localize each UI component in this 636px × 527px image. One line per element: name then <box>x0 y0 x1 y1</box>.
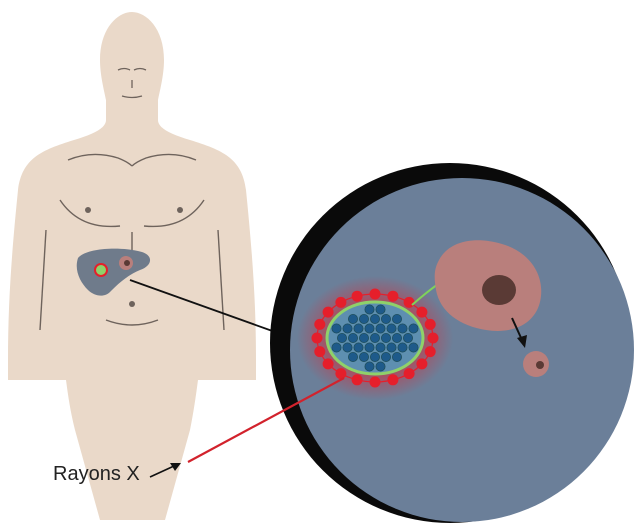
nipple-left <box>85 207 91 213</box>
ligand-dot <box>369 376 381 388</box>
ligand-dot <box>314 318 326 330</box>
ligand-dot <box>387 374 399 386</box>
core-dot <box>342 323 353 334</box>
core-dot <box>364 342 375 353</box>
core-dot <box>369 313 380 324</box>
core-dot <box>375 304 386 315</box>
xray-arrow-icon <box>149 463 181 478</box>
ligand-dot <box>369 288 381 300</box>
core-dot <box>347 332 358 343</box>
nanoparticle-icon <box>311 288 439 388</box>
liver-nanoparticle-spot <box>94 263 108 277</box>
ligand-dot <box>351 374 363 386</box>
core-dot <box>402 332 413 343</box>
core-dot <box>331 342 342 353</box>
core-dot <box>380 313 391 324</box>
ligand-dot <box>416 306 428 318</box>
core-dot <box>364 323 375 334</box>
navel <box>129 301 135 307</box>
core-dot <box>397 323 408 334</box>
core-dot <box>369 332 380 343</box>
core-dot <box>364 361 375 372</box>
core-dot <box>391 351 402 362</box>
ligand-dot <box>322 358 334 370</box>
tumor-core <box>124 260 130 266</box>
core-dot <box>358 313 369 324</box>
core-dot <box>375 361 386 372</box>
ligand-dot <box>335 296 347 308</box>
core-dot <box>375 323 386 334</box>
ligand-dot <box>335 368 347 380</box>
core-dot <box>347 313 358 324</box>
core-dot <box>364 304 375 315</box>
ligand-dot <box>416 358 428 370</box>
core-dot <box>380 332 391 343</box>
ligand-dot <box>424 318 436 330</box>
xray-label: Rayons X <box>53 463 140 485</box>
core-dot <box>408 342 419 353</box>
core-dots <box>331 304 419 372</box>
ligand-dot <box>387 290 399 302</box>
core-dot <box>386 342 397 353</box>
nipple-right <box>177 207 183 213</box>
ligand-dot <box>424 346 436 358</box>
core-dot <box>358 351 369 362</box>
ligand-dot <box>403 296 415 308</box>
arrow-icon <box>511 317 527 348</box>
xray-beam <box>187 377 345 463</box>
ligand-dots <box>311 288 439 388</box>
tumor-cell-large <box>434 240 542 331</box>
liver-icon <box>76 248 151 296</box>
core-dot <box>408 323 419 334</box>
ligand-dot <box>311 332 323 344</box>
tumor-cell-small <box>523 351 549 377</box>
core-dot <box>358 332 369 343</box>
core-dot <box>397 342 408 353</box>
core-dot <box>336 332 347 343</box>
core-dot <box>353 323 364 334</box>
core-dot <box>342 342 353 353</box>
core-dot <box>331 323 342 334</box>
zoom-magnifier <box>270 163 634 523</box>
core-dot <box>375 342 386 353</box>
core-dot <box>391 332 402 343</box>
ligand-dot <box>403 368 415 380</box>
core-dot <box>347 351 358 362</box>
core-dot <box>369 351 380 362</box>
face-features <box>117 67 147 99</box>
ligand-dot <box>322 306 334 318</box>
ligand-dot <box>351 290 363 302</box>
zoom-connector-line <box>129 279 279 334</box>
core-dot <box>353 342 364 353</box>
ligand-dot <box>427 332 439 344</box>
core-dot <box>380 351 391 362</box>
core-dot <box>386 323 397 334</box>
tumor-nucleus <box>482 275 516 305</box>
zoom-inner <box>290 178 634 522</box>
ligand-dot <box>314 346 326 358</box>
core-dot <box>391 313 402 324</box>
